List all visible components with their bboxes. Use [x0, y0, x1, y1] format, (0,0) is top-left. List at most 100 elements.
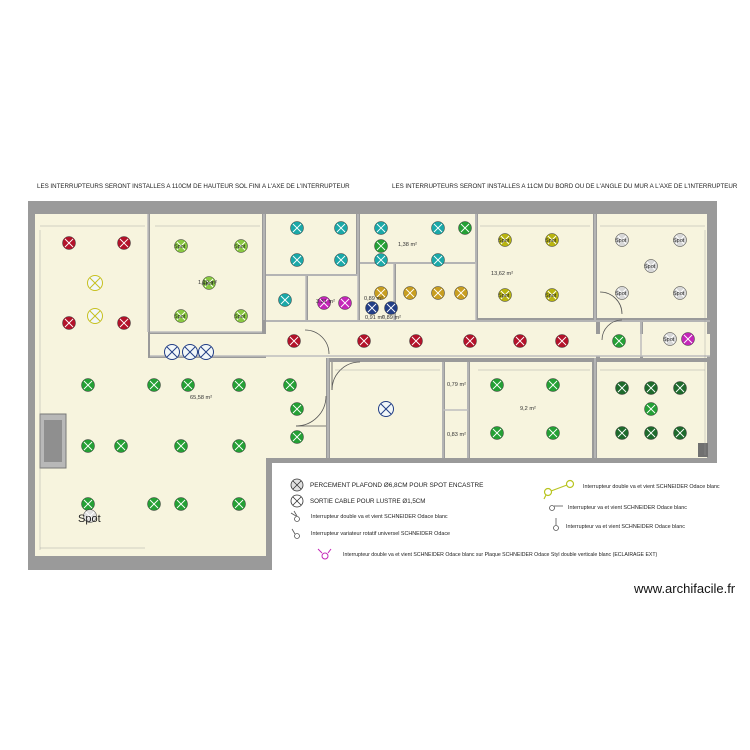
red-spot-fixture	[62, 316, 76, 330]
double-switch-yellow-legend-icon	[543, 479, 575, 500]
darkgreen-spot-fixture	[644, 381, 658, 395]
green-spot-fixture	[644, 402, 658, 416]
green-spot-fixture	[232, 439, 246, 453]
gold-spot-fixture	[374, 286, 388, 300]
legend-spot-text: PERCEMENT PLAFOND Ø6,8CM POUR SPOT ENCAS…	[310, 482, 484, 489]
teal-spot-fixture	[431, 221, 445, 235]
svg-text:Spot: Spot	[498, 293, 510, 299]
spot-fixture: Spot	[615, 286, 629, 300]
area-label: 13,62 m²	[491, 271, 513, 277]
green-spot-fixture	[458, 221, 472, 235]
teal-spot-fixture	[431, 253, 445, 267]
chandelier-fixture	[182, 344, 198, 360]
green-spot-fixture	[81, 439, 95, 453]
red-spot-fixture	[555, 334, 569, 348]
lightgreen-spot-fixture: Spot	[234, 309, 248, 323]
green-spot-fixture	[114, 439, 128, 453]
red-spot-fixture	[287, 334, 301, 348]
magenta-spot-fixture	[681, 332, 695, 346]
green-spot-fixture	[490, 378, 504, 392]
legend-double-switch-2-text: Interrupteur double va et vient SCHNEIDE…	[583, 484, 720, 490]
darkgreen-spot-fixture	[644, 426, 658, 440]
teal-spot-fixture	[374, 221, 388, 235]
red-spot-fixture	[117, 236, 131, 250]
legend-cable-text: SORTIE CABLE POUR LUSTRE Ø1,5CM	[310, 498, 426, 505]
lightgreen-spot-fixture: Spot	[174, 239, 188, 253]
teal-spot-fixture	[334, 221, 348, 235]
yellow-spot-fixture: Spot	[545, 288, 559, 302]
area-label: 1,38 m²	[398, 242, 417, 248]
svg-text:Spot: Spot	[545, 293, 557, 299]
red-spot-fixture	[357, 334, 371, 348]
spot-label-big: Spot	[78, 513, 101, 525]
single-switch-2-legend-icon	[553, 518, 559, 531]
chandelier-fixture	[378, 401, 394, 417]
svg-text:Spot: Spot	[663, 337, 675, 343]
dimmer-legend-icon	[291, 528, 300, 539]
spot-fixture: Spot	[615, 233, 629, 247]
green-spot-fixture	[174, 497, 188, 511]
spot-fixture: Spot	[644, 259, 658, 273]
svg-text:Spot: Spot	[234, 244, 246, 250]
spot-fixture: Spot	[673, 286, 687, 300]
red-spot-fixture	[62, 236, 76, 250]
svg-text:Spot: Spot	[234, 314, 246, 320]
chandelier-fixture	[198, 344, 214, 360]
magenta-spot-fixture	[338, 296, 352, 310]
spot-fixture: Spot	[673, 233, 687, 247]
lightgreen-spot-fixture: Spot	[202, 276, 216, 290]
legend-single-switch-2-text: Interrupteur va et vient SCHNEIDER Odace…	[566, 524, 685, 530]
magenta-spot-fixture	[317, 296, 331, 310]
legend-double-switch-text: Interrupteur double va et vient SCHNEIDE…	[311, 514, 448, 520]
green-spot-fixture	[147, 378, 161, 392]
red-spot-fixture	[513, 334, 527, 348]
svg-text:Spot: Spot	[615, 238, 627, 244]
green-spot-fixture	[374, 239, 388, 253]
area-label: 3,31 m²	[316, 299, 335, 305]
lightgreen-spot-fixture: Spot	[174, 309, 188, 323]
darkgreen-spot-fixture	[673, 381, 687, 395]
navy-spot-fixture	[384, 301, 398, 315]
red-spot-fixture	[409, 334, 423, 348]
area-label: 1,29 m²	[198, 280, 217, 286]
red-spot-fixture	[117, 316, 131, 330]
legend-ext-switch-text: Interrupteur double va et vient SCHNEIDE…	[343, 552, 658, 558]
switch-height-note: LES INTERRUPTEURS SERONT INSTALLES A 110…	[37, 183, 350, 190]
single-switch-legend-icon	[549, 505, 563, 511]
green-spot-fixture	[283, 378, 297, 392]
teal-spot-fixture	[374, 253, 388, 267]
area-label: 65,58 m²	[190, 395, 212, 401]
chandelier-fixture	[87, 275, 103, 291]
area-label: 0,83 m²	[447, 432, 466, 438]
double-switch-legend-icon	[290, 510, 300, 522]
svg-text:Spot: Spot	[673, 238, 685, 244]
yellow-spot-fixture: Spot	[498, 288, 512, 302]
green-spot-fixture	[181, 378, 195, 392]
legend-symbols	[290, 478, 575, 560]
yellow-spot-fixture: Spot	[498, 233, 512, 247]
teal-spot-fixture	[334, 253, 348, 267]
red-spot-fixture	[463, 334, 477, 348]
green-spot-fixture	[490, 426, 504, 440]
area-label: 0,89 m²	[382, 315, 401, 321]
darkgreen-spot-fixture	[615, 426, 629, 440]
svg-text:Spot: Spot	[644, 264, 656, 270]
teal-spot-fixture	[290, 221, 304, 235]
green-spot-fixture	[546, 378, 560, 392]
gold-spot-fixture	[431, 286, 445, 300]
chandelier-fixture	[87, 308, 103, 324]
legend-dimmer-text: Interrupteur variateur rotatif universel…	[311, 531, 451, 537]
green-spot-fixture	[232, 497, 246, 511]
spot-fixture: Spot	[663, 332, 677, 346]
green-spot-fixture	[81, 497, 95, 511]
svg-text:Spot: Spot	[615, 291, 627, 297]
area-label: 9,2 m²	[520, 406, 536, 412]
svg-text:Spot: Spot	[673, 291, 685, 297]
green-spot-fixture	[546, 426, 560, 440]
darkgreen-spot-fixture	[615, 381, 629, 395]
ext-switch-legend-icon	[317, 548, 332, 560]
legend-single-switch-text: Interrupteur va et vient SCHNEIDER Odace…	[568, 505, 687, 511]
watermark: www.archifacile.fr	[634, 581, 736, 596]
area-label: 0,79 m²	[447, 382, 466, 388]
